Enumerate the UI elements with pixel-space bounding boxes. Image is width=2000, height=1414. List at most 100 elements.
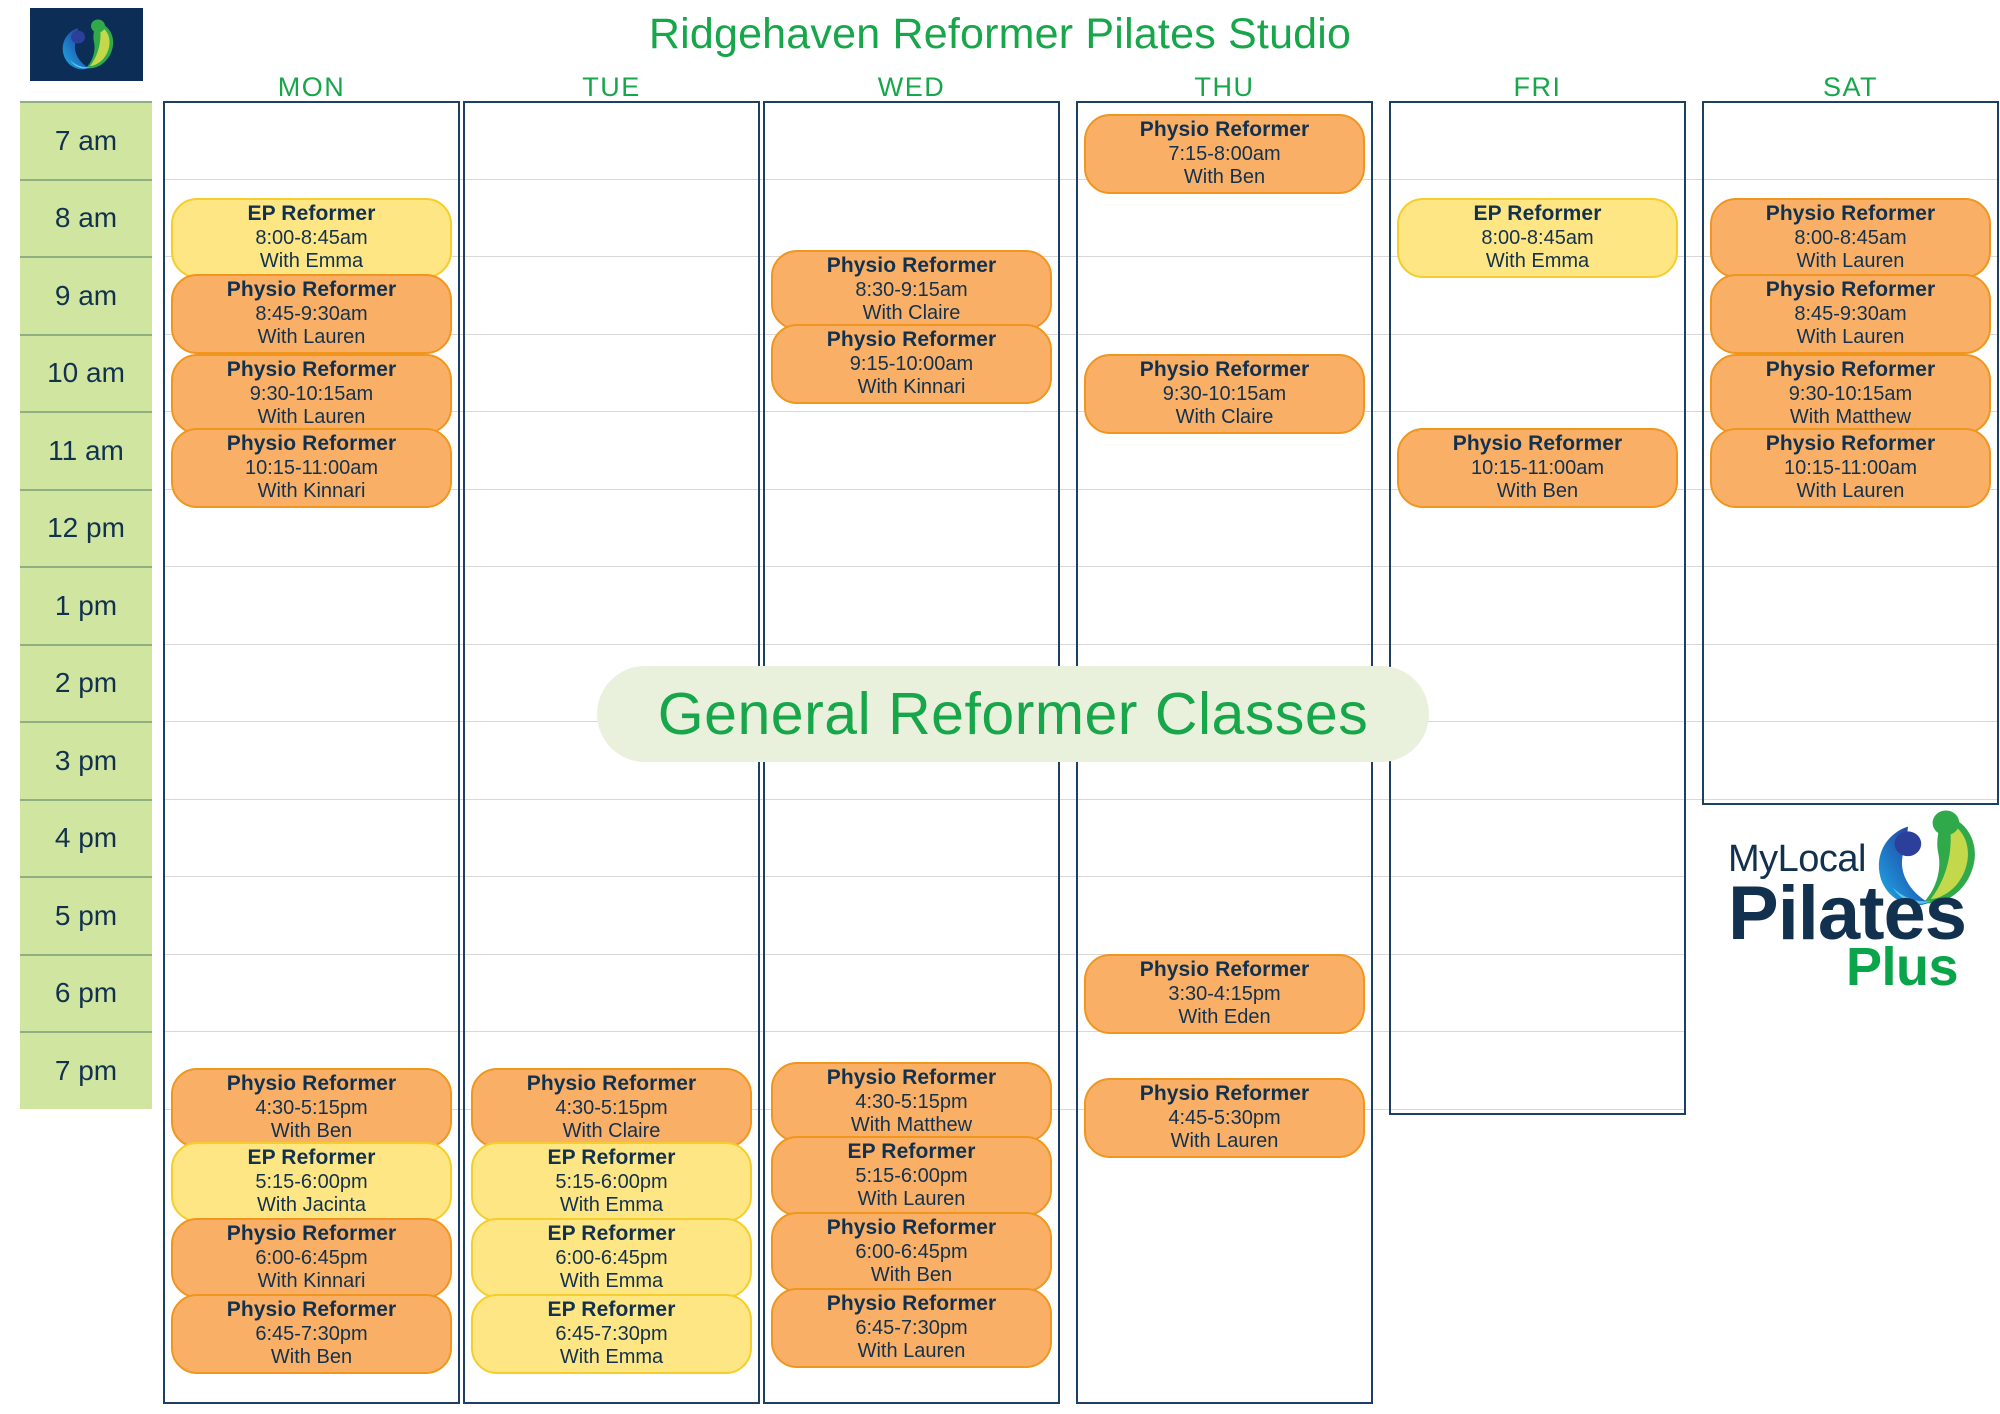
class-card-title: Physio Reformer (226, 1298, 397, 1322)
class-card-time: 4:45-5:30pm (1168, 1106, 1281, 1129)
logo-text-pilates: Pilates (1728, 871, 1967, 956)
class-card-title: Physio Reformer (826, 1216, 997, 1240)
class-card-time: 5:15-6:00pm (555, 1170, 668, 1193)
column-separator (1702, 101, 1704, 805)
class-card-instructor: With Lauren (1796, 326, 1905, 349)
class-card-instructor: With Lauren (257, 406, 366, 429)
column-top-rule (163, 101, 460, 103)
column-bottom-rule (1702, 803, 1999, 805)
day-header-thu: THU (1194, 72, 1255, 102)
class-card-title: EP Reformer (547, 1222, 676, 1246)
class-card-instructor: With Lauren (857, 1188, 966, 1211)
column-bottom-rule (163, 1402, 460, 1404)
class-card-title: EP Reformer (1473, 202, 1602, 226)
time-slot-label: 7 am (20, 101, 152, 179)
class-card-time: 10:15-11:00am (1783, 456, 1918, 479)
class-card-time: 6:45-7:30pm (555, 1322, 668, 1345)
time-slot-label: 7 pm (20, 1031, 152, 1109)
class-card-title: Physio Reformer (1139, 118, 1310, 142)
column-separator (1389, 101, 1391, 1115)
class-card-title: Physio Reformer (1139, 1082, 1310, 1106)
class-card-instructor: With Matthew (850, 1114, 973, 1137)
class-card-title: EP Reformer (247, 1146, 376, 1170)
class-card-time: 8:30-9:15am (855, 278, 968, 301)
hour-gridline (163, 643, 1999, 645)
class-card-instructor: With Kinnari (857, 376, 966, 399)
class-card-title: EP Reformer (547, 1298, 676, 1322)
class-card-time: 6:45-7:30pm (855, 1316, 968, 1339)
class-card-instructor: With Eden (1178, 1006, 1271, 1029)
class-card-instructor: With Claire (1175, 406, 1274, 429)
class-card-time: 8:00-8:45am (1794, 226, 1907, 249)
class-card-title: Physio Reformer (1765, 202, 1936, 226)
time-slot-label: 2 pm (20, 643, 152, 721)
class-card-instructor: With Ben (870, 1264, 953, 1287)
class-card-title: Physio Reformer (1765, 278, 1936, 302)
class-card-title: Physio Reformer (226, 1072, 397, 1096)
class-card-title: Physio Reformer (1765, 432, 1936, 456)
time-slot-label: 12 pm (20, 488, 152, 566)
hour-gridline (163, 256, 1999, 257)
class-card-title: Physio Reformer (1139, 958, 1310, 982)
time-slot-label: 3 pm (20, 721, 152, 799)
class-card-title: EP Reformer (847, 1140, 976, 1164)
class-card-time: 8:00-8:45am (1481, 226, 1594, 249)
class-card-instructor: With Kinnari (257, 480, 366, 503)
column-top-rule (1389, 101, 1686, 103)
class-card-instructor: With Matthew (1789, 406, 1912, 429)
pilates-figure-logo-icon (62, 19, 113, 69)
footer-brand-logo: MyLocal Pilates Plus (1728, 800, 1988, 1000)
time-slot-label: 6 pm (20, 953, 152, 1031)
column-top-rule (1702, 101, 1999, 103)
time-slot-label: 5 pm (20, 876, 152, 954)
class-card-time: 8:45-9:30am (1794, 302, 1907, 325)
banner-label: General Reformer Classes (657, 681, 1369, 747)
column-separator (1684, 101, 1686, 1115)
class-card-time: 9:30-10:15am (1788, 382, 1913, 405)
class-card-instructor: With Claire (862, 302, 961, 325)
class-card-instructor: With Emma (1485, 250, 1590, 273)
page-title: Ridgehaven Reformer Pilates Studio (648, 10, 1352, 58)
class-card-time: 5:15-6:00pm (855, 1164, 968, 1187)
class-card-time: 4:30-5:15pm (555, 1096, 668, 1119)
class-card-title: Physio Reformer (226, 1222, 397, 1246)
hour-gridline (163, 488, 1999, 490)
hour-gridline (163, 1031, 1686, 1032)
class-card-instructor: With Lauren (1170, 1130, 1279, 1153)
class-card-instructor: With Jacinta (257, 1194, 366, 1217)
time-slot-label: 8 am (20, 178, 152, 256)
hour-gridline (163, 953, 1686, 955)
day-header-wed: WED (877, 72, 946, 102)
column-separator (163, 101, 165, 1404)
logo-text-plus: Plus (1846, 937, 1959, 997)
day-header-mon: MON (277, 72, 346, 102)
